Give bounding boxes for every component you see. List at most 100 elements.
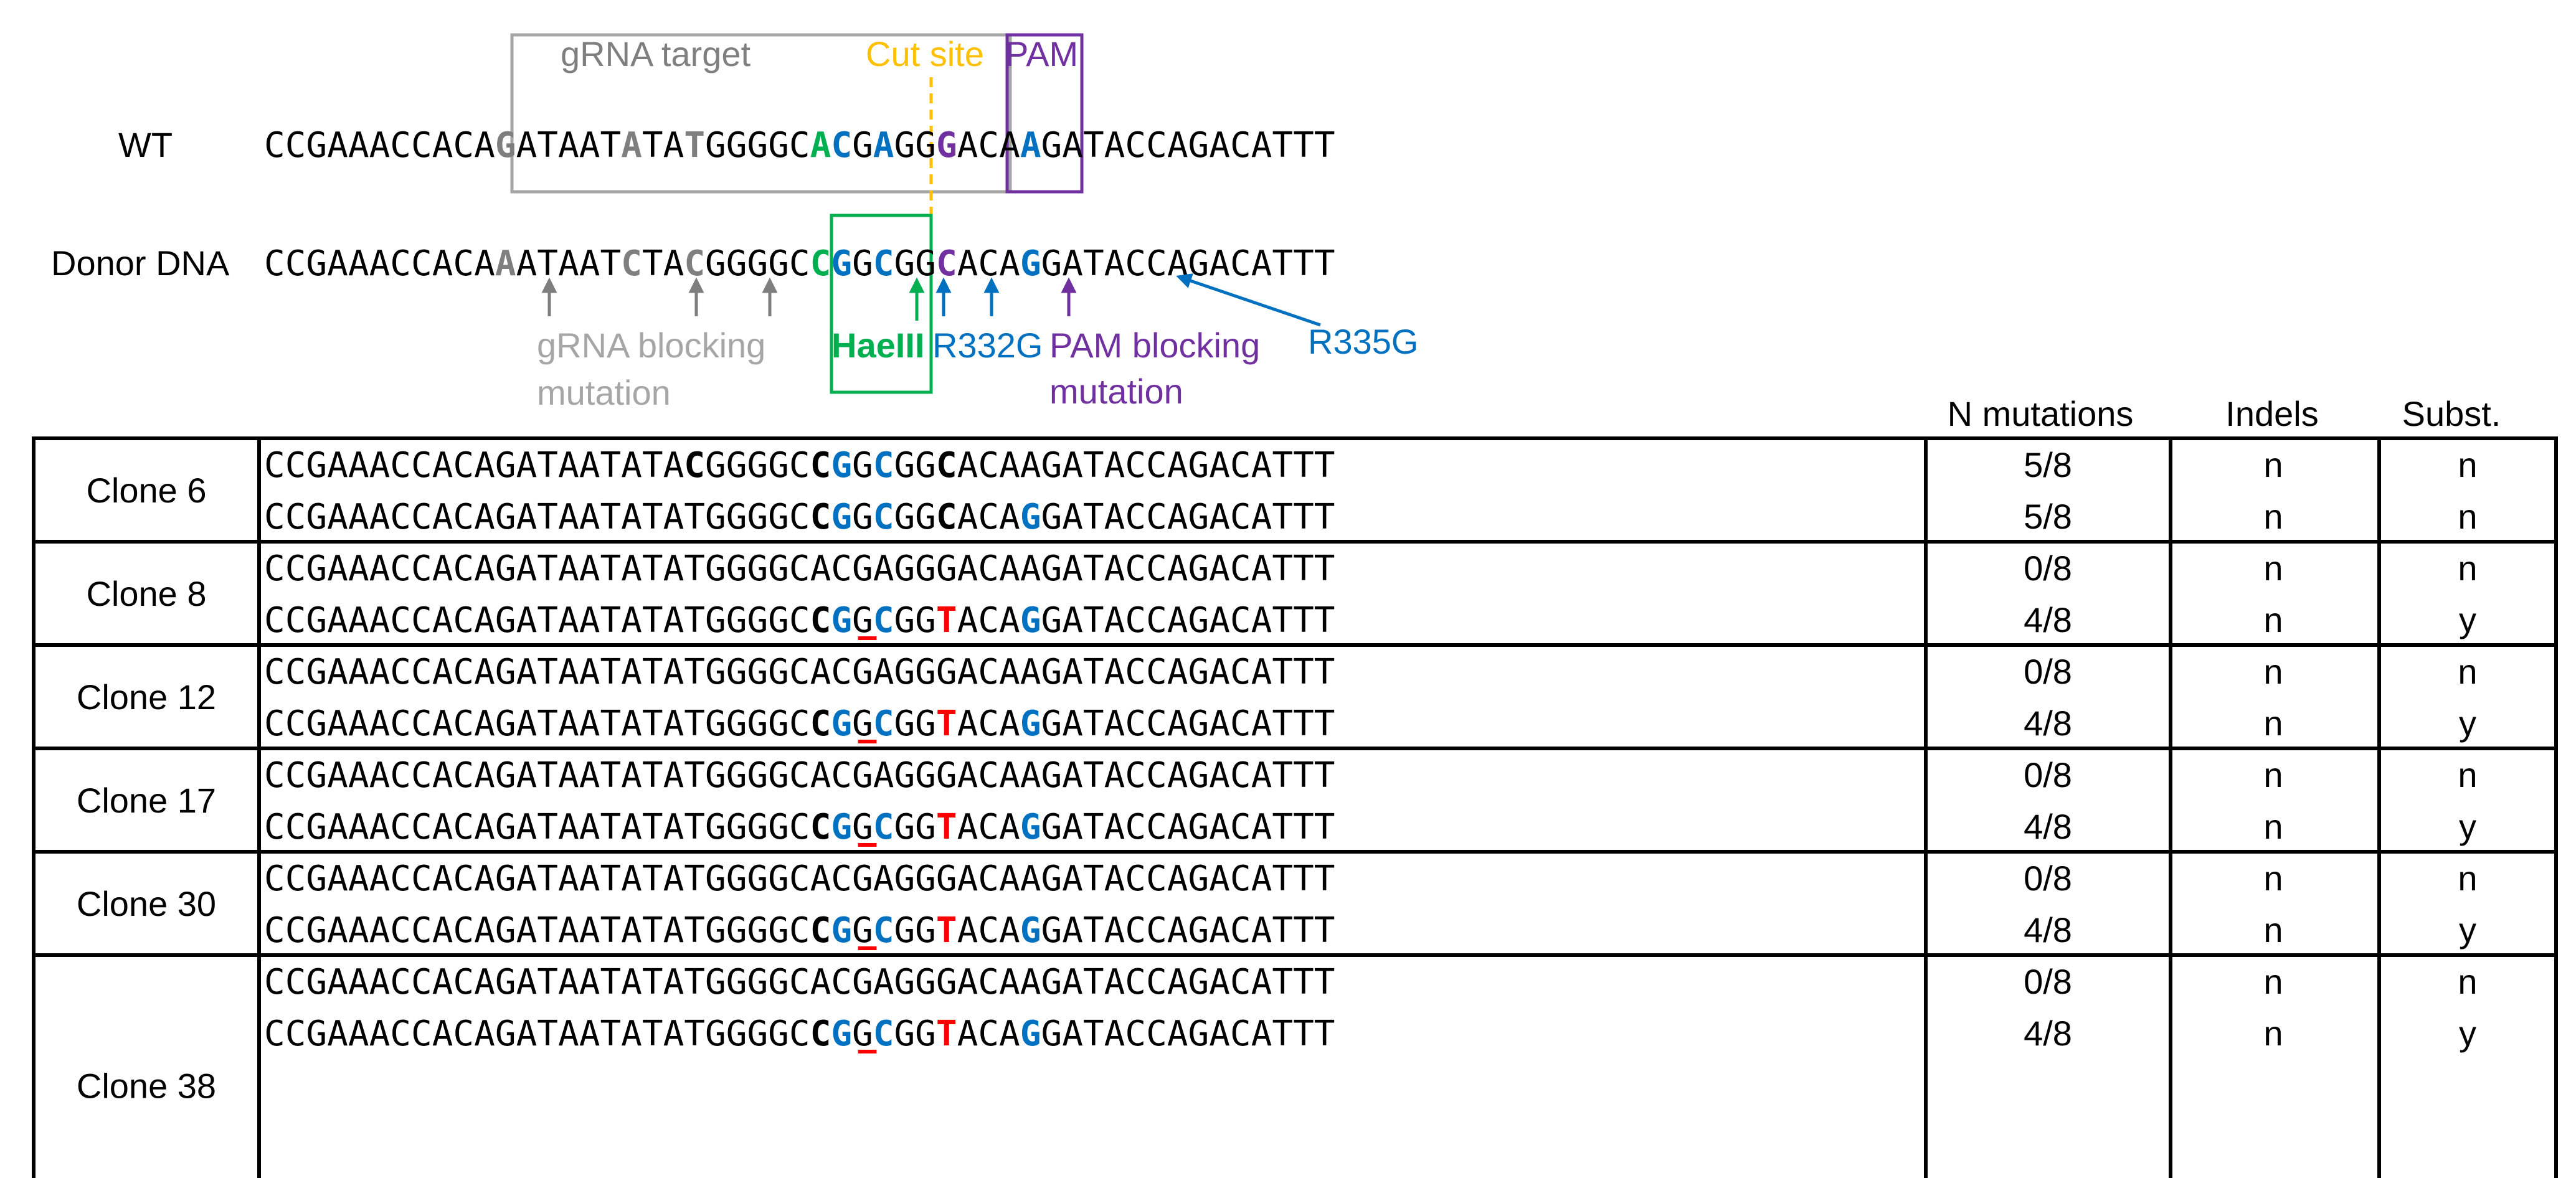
clone-sequence: CCGAAACCACAGATAATATATGGGGCACGAGGGACAAGAT… [264,962,1335,1002]
indels-cell: n [2263,497,2283,536]
sequence-segment: T [936,910,957,951]
clone-sequence: CCGAAACCACAGATAATATATGGGGCACGAGGGACAAGAT… [264,755,1335,796]
subst-cell: n [2458,962,2477,1001]
clone-sequence: CCGAAACCACAGATAATATACGGGGCCGGCGGCACAAGAT… [264,445,1335,486]
sequence-segment: C [936,445,957,486]
sequence-segment: T [936,807,957,847]
sequence-segment: C [873,807,894,847]
subst-cell: y [2459,910,2476,949]
subst-cell: y [2459,1014,2476,1053]
sequence-segment: GATACCAGACATTT [1041,704,1335,744]
n-mutations-cell: 5/8 [2024,445,2072,484]
sequence-segment: GGGGC [705,125,810,166]
sequence-segment: G [1020,243,1041,284]
indels-cell: n [2263,652,2283,691]
sequence-segment: G [495,125,516,166]
clone-label: Clone 17 [77,781,216,820]
cut-site-label: Cut site [866,34,984,73]
table-border [32,436,2558,1178]
sequence-segment: GGGGC [705,243,810,284]
sequence-segment: TA [642,243,684,284]
haeiii-box [830,214,933,394]
sequence-segment: G [852,910,873,951]
sequence-segment: CCGAAACCACAGATAATATATGGGGCACGAGGGACAAGAT… [264,962,1335,1002]
clone-sequence: CCGAAACCACAGATAATATATGGGGCCGGCGGTACAGGAT… [264,1014,1335,1054]
sequence-segment: A [810,125,831,166]
pam-label: PAM [1005,34,1078,73]
sequence-segment: G [852,807,873,847]
pam-blocking-label-1: PAM blocking [1049,326,1260,365]
sequence-segment: C [684,445,705,486]
sequence-segment: C [873,445,894,486]
indels-cell: y [2265,1173,2282,1178]
subst-cell: n [2458,859,2477,898]
n-mutations-cell: 4/8 [2024,807,2072,846]
n-mutations-cell: 0/8 [2024,962,2072,1001]
subst-cell: y [2459,704,2476,743]
sequence-segment: G [831,1014,852,1054]
sequence-segment: CCGAAACCACAGATAATATATGGGGCACGAGGGACAAGAT… [264,652,1335,692]
sequence-segment: C [810,910,831,951]
indels-cell: n [2263,859,2283,898]
haeiii-label: HaeIII [831,326,924,365]
n-mutations-cell: 0/8 [2024,549,2072,588]
subst-cell: n [2458,652,2477,691]
sequence-segment: CCGAAACCACAGATAATATATGGGGCACGAGGGACAAGAT… [264,755,1335,796]
sequence-segment: GG [894,497,935,537]
sequence-segment: CCGAAACCACAGATAATATATGGGGC [264,1014,810,1054]
sequence-segment: G [1020,497,1041,537]
clone-sequence: CCGAAACCACAGATAATATATGGGGCCGGCGGTACAGGAT… [264,807,1335,847]
sequence-segment: GG [894,445,935,486]
clone-sequence: CCGAAACCACAGATAATATATGGGGCCGGCGGTACAGGAT… [264,910,1335,951]
sequence-segment: GATACCAGACATTT [1041,1014,1335,1054]
sequence-segment: T [936,1014,957,1054]
col-header-n-mutations: N mutations [1948,394,2134,433]
n-mutations-cell: 4/8 [2024,704,2072,743]
sequence-segment: ACA [957,600,1020,641]
sequence-segment: ACAAGATACCAGACATTT [957,445,1335,486]
sequence-segment: ACA [957,125,1020,166]
sequence-segment: G [831,807,852,847]
clone-label: Clone 38 [77,1067,216,1106]
sequence-segment: G [831,910,852,951]
sequence-segment: CCGAAACCACAGATAATATATGGGGC [264,704,810,744]
sequence-segment: G [852,125,873,166]
sequence-segment: CCGAAACCACAGATAATATATGGGGCACGAGGGACAAGAT… [264,859,1335,899]
sequence-segment: G [1020,1014,1041,1054]
pam-blocking-label-2: mutation [1049,372,1183,411]
sequence-segment: C [810,807,831,847]
subst-cell: n [2458,445,2477,484]
indels-cell: n [2263,755,2283,794]
sequence-segment: G [831,497,852,537]
clone-label: Clone 8 [86,574,206,613]
sequence-segment: C [873,600,894,641]
grna-blocking-label-1: gRNA blocking [537,326,765,365]
indels-cell: n [2263,962,2283,1001]
sequence-segment: GG [894,600,935,641]
clone-sequence: CCGAAACCACAGATAATATATGGGGCACGAGGGACAAGAT… [264,652,1335,692]
sequence-segment: G [831,600,852,641]
sequence-segment: A [873,125,894,166]
grna-target-box [510,33,1012,194]
indels-cell: n [2263,600,2283,639]
col-header-subst: Subst. [2402,394,2501,433]
sequence-segment: C [831,125,852,166]
clone-sequence: CCGAAACCACAGATAATATATGGGGCCGGCGGTACAGGAT… [264,600,1335,641]
sequence-segment: C [684,243,705,284]
sequence-segment: C [810,243,831,284]
wt-sequence: CCGAAACCACAGATAATATATGGGGCACGAGGGACAAGAT… [264,125,1335,166]
sequence-segment: CCGAAACCACAGATAATATATGGGGC [264,497,810,537]
sequence-segment: C [936,497,957,537]
sequence-segment: CCGAAACCACA [264,125,495,166]
sequence-segment: ATAAT [516,243,622,284]
sequence-segment: GATACCAGACATTT [1041,125,1335,166]
sequence-segment: TGAATTTCAATTATT [1356,1173,1671,1178]
sequence-segment: G [1020,910,1041,951]
n-mutations-cell: 0/8 [2024,859,2072,898]
sequence-segment: A [495,243,516,284]
clone-sequence: CCGAAACCACAGATAATATATGGGGCACGAGGGACAAGAT… [264,549,1335,589]
sequence-segment: GG [894,807,935,847]
r335g-arrow [1176,273,1321,327]
donor-label: Donor DNA [51,243,230,283]
sequence-segment: A [474,1173,495,1178]
